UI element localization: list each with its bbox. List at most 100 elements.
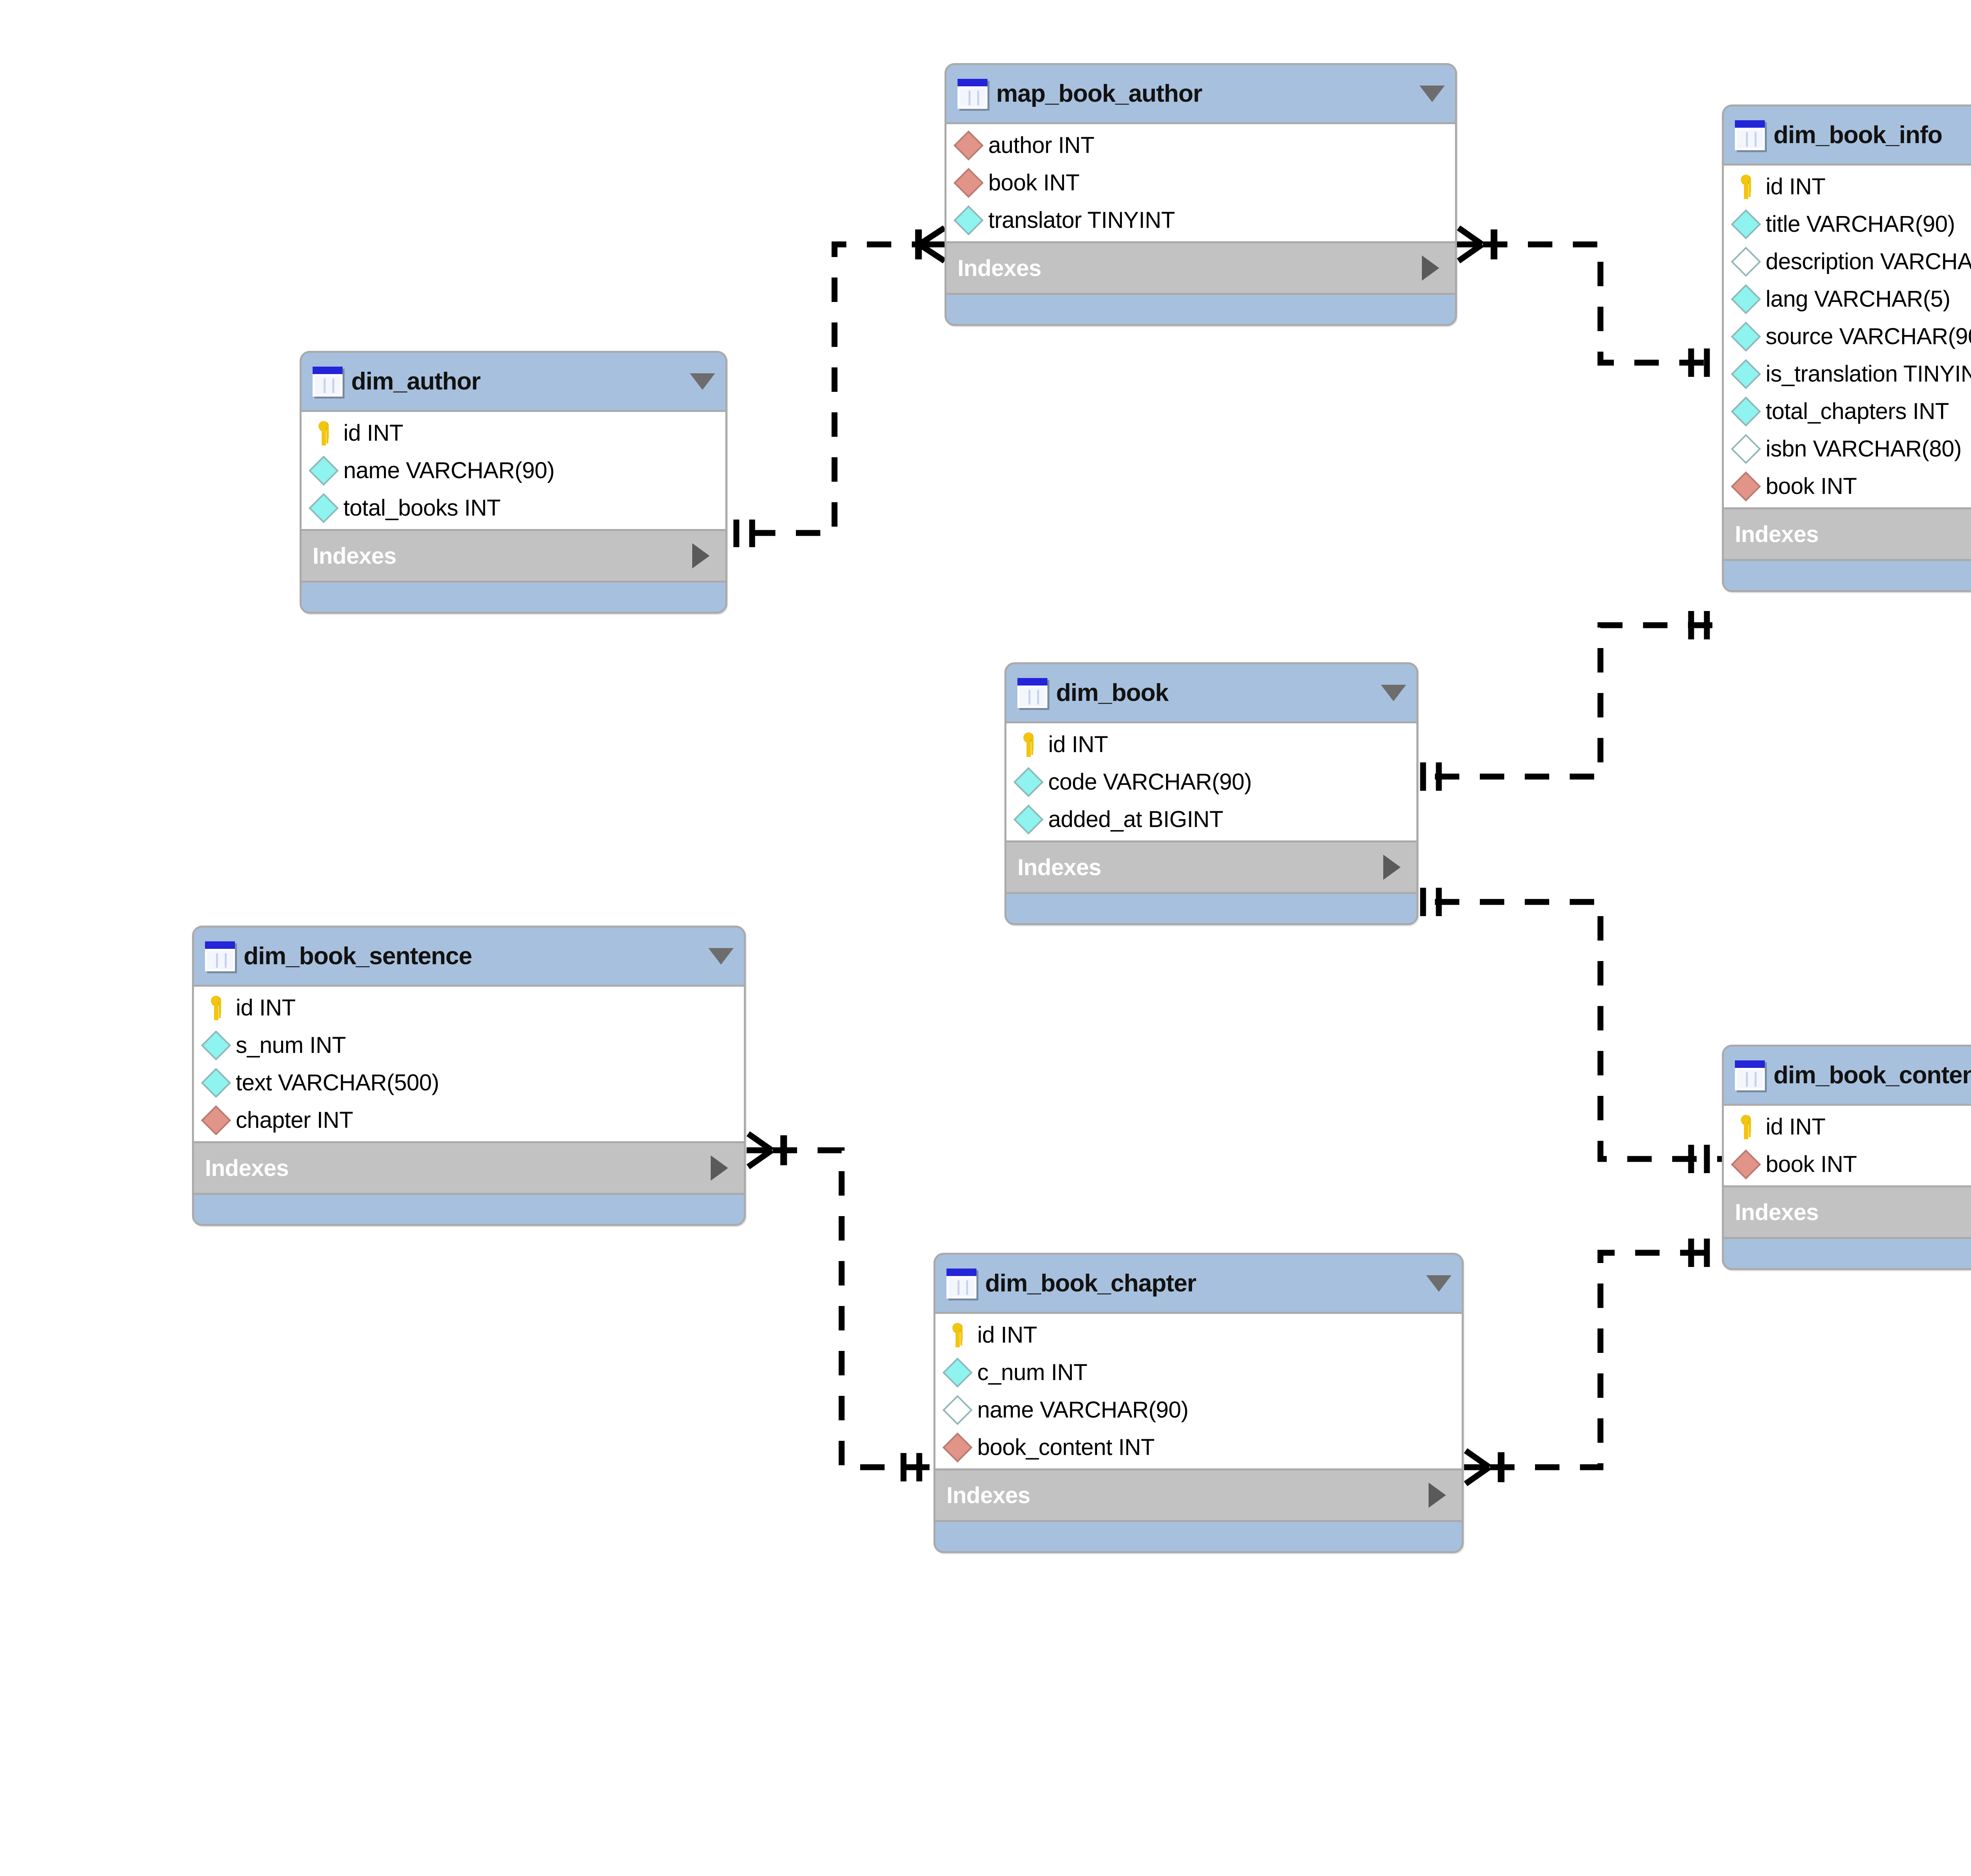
- table-column[interactable]: id INT: [1006, 726, 1416, 763]
- table-glyph-icon: [958, 78, 987, 109]
- indexes-section[interactable]: Indexes: [1724, 1185, 1971, 1239]
- indexes-section[interactable]: Indexes: [194, 1141, 744, 1195]
- chevron-down-icon[interactable]: [1426, 1275, 1451, 1292]
- table-column[interactable]: book INT: [1724, 468, 1971, 505]
- table-column[interactable]: total_chapters INT: [1724, 393, 1971, 430]
- chevron-right-icon[interactable]: [1383, 855, 1401, 880]
- column-label: id INT: [1766, 1114, 1826, 1140]
- table-column[interactable]: c_num INT: [935, 1354, 1462, 1391]
- table-column[interactable]: total_books INT: [302, 489, 725, 527]
- table-column[interactable]: text VARCHAR(500): [194, 1064, 744, 1101]
- table-header[interactable]: dim_book_info: [1724, 106, 1971, 166]
- column-label: source VARCHAR(90): [1766, 324, 1971, 349]
- chevron-right-icon[interactable]: [1422, 255, 1439, 281]
- key-icon: [946, 1323, 969, 1347]
- table-column[interactable]: chapter INT: [194, 1101, 744, 1139]
- rel-book-bookinfo[interactable]: [1420, 611, 1722, 791]
- table-column[interactable]: book INT: [946, 164, 1455, 201]
- indexes-section[interactable]: Indexes: [1006, 840, 1416, 894]
- table-column[interactable]: lang VARCHAR(5): [1724, 280, 1971, 318]
- diamond-red-icon: [1731, 471, 1761, 501]
- rel-chapter-bookcontent[interactable]: [1464, 1239, 1722, 1487]
- diamond-filled-icon: [1731, 359, 1761, 389]
- chevron-right-icon[interactable]: [711, 1155, 728, 1181]
- indexes-section[interactable]: Indexes: [1724, 507, 1971, 561]
- table-column[interactable]: id INT: [302, 414, 725, 452]
- key-icon: [1734, 174, 1758, 199]
- column-label: id INT: [977, 1322, 1037, 1348]
- column-label: id INT: [1766, 174, 1826, 199]
- column-label: name VARCHAR(90): [977, 1397, 1189, 1423]
- indexes-label: Indexes: [1735, 521, 1819, 547]
- table-header[interactable]: dim_author: [302, 353, 725, 412]
- table-column[interactable]: title VARCHAR(90): [1724, 205, 1971, 243]
- table-footer: [194, 1195, 744, 1224]
- rel-book-bookcontent[interactable]: [1420, 888, 1722, 1173]
- table-column[interactable]: author INT: [946, 127, 1455, 164]
- table-footer: [935, 1522, 1462, 1551]
- diamond-filled-icon: [942, 1357, 973, 1388]
- table-header[interactable]: dim_book: [1006, 664, 1416, 723]
- table-glyph-icon: [1735, 120, 1765, 150]
- column-label: book INT: [1766, 1151, 1857, 1177]
- indexes-section[interactable]: Indexes: [302, 529, 725, 583]
- table-column[interactable]: book INT: [1724, 1146, 1971, 1183]
- table-columns: id INT title VARCHAR(90) description VARCH…: [1724, 166, 1971, 507]
- table-column[interactable]: translator TINYINT: [946, 201, 1455, 239]
- table-header[interactable]: dim_book_chapter: [935, 1255, 1462, 1314]
- diamond-filled-icon: [1013, 767, 1044, 797]
- diamond-filled-icon: [308, 493, 339, 523]
- rel-sentence-chapter[interactable]: [746, 1131, 933, 1481]
- column-label: isbn VARCHAR(80): [1766, 436, 1962, 462]
- column-label: description VARCHAR(200): [1766, 249, 1971, 274]
- table-footer: [1006, 894, 1416, 923]
- table-column[interactable]: id INT: [1724, 168, 1971, 205]
- table-column[interactable]: name VARCHAR(90): [302, 452, 725, 489]
- diamond-filled-icon: [1731, 321, 1761, 352]
- table-column[interactable]: id INT: [194, 989, 744, 1026]
- chevron-down-icon[interactable]: [1381, 684, 1406, 701]
- table-column[interactable]: source VARCHAR(90): [1724, 318, 1971, 355]
- table-column[interactable]: isbn VARCHAR(80): [1724, 430, 1971, 468]
- column-label: book INT: [988, 170, 1080, 196]
- table-glyph-icon: [313, 366, 343, 397]
- table-header[interactable]: dim_book_sentence: [194, 928, 744, 987]
- table-glyph-icon: [1017, 678, 1047, 708]
- table-column[interactable]: code VARCHAR(90): [1006, 763, 1416, 801]
- rel-mapbookauthor-bookinfo[interactable]: [1457, 225, 1722, 377]
- diamond-filled-icon: [953, 205, 984, 235]
- key-icon: [1734, 1114, 1758, 1139]
- table-column[interactable]: book_content INT: [935, 1429, 1462, 1466]
- table-header[interactable]: dim_book_content: [1724, 1047, 1971, 1106]
- diamond-filled-icon: [201, 1067, 231, 1098]
- rel-author-mapbookauthor[interactable]: [733, 225, 946, 547]
- indexes-section[interactable]: Indexes: [935, 1468, 1462, 1522]
- table-header[interactable]: map_book_author: [946, 65, 1455, 124]
- chevron-down-icon[interactable]: [708, 948, 734, 965]
- table-column[interactable]: is_translation TINYINT: [1724, 355, 1971, 393]
- table-column[interactable]: s_num INT: [194, 1026, 744, 1064]
- table-column[interactable]: name VARCHAR(90): [935, 1391, 1462, 1429]
- table-column[interactable]: description VARCHAR(200): [1724, 243, 1971, 280]
- indexes-label: Indexes: [1017, 854, 1101, 880]
- table-name: map_book_author: [996, 80, 1202, 107]
- chevron-right-icon[interactable]: [1429, 1483, 1446, 1508]
- chevron-down-icon[interactable]: [1420, 85, 1445, 102]
- table-column[interactable]: id INT: [935, 1316, 1462, 1354]
- chevron-right-icon[interactable]: [692, 543, 710, 568]
- indexes-section[interactable]: Indexes: [946, 241, 1455, 295]
- table-column[interactable]: id INT: [1724, 1108, 1971, 1146]
- chevron-down-icon[interactable]: [690, 373, 715, 390]
- table-column[interactable]: added_at BIGINT: [1006, 801, 1416, 838]
- diamond-red-icon: [201, 1105, 231, 1135]
